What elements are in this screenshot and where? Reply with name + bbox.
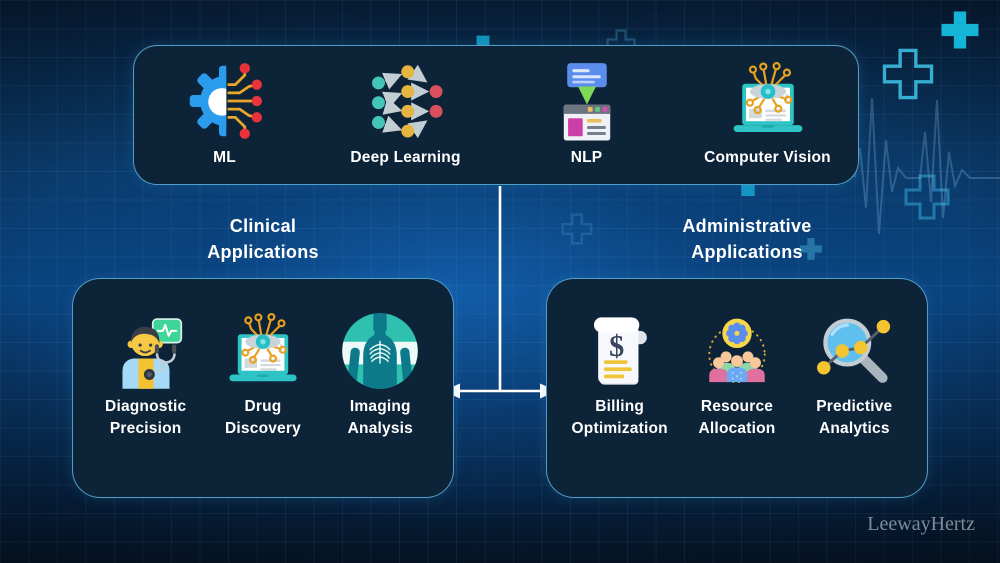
administrative-applications-heading: Administrative Applications: [597, 213, 897, 265]
admin-item-predictive-analytics: Predictive Analytics: [796, 309, 913, 497]
heading-line: Applications: [691, 242, 803, 263]
clinical-label-diagnostic-precision: Diagnostic Precision: [105, 396, 186, 440]
tech-item-deep-learning: Deep Learning: [315, 58, 496, 184]
tech-item-ml: ML: [134, 58, 315, 184]
label-line: Diagnostic: [105, 398, 187, 415]
admin-label-predictive-analytics: Predictive Analytics: [816, 396, 892, 440]
medical-cross-outline-icon: [902, 172, 952, 222]
admin-item-resource-allocation: Resource Allocation: [678, 309, 795, 497]
admin-item-billing-optimization: Billing Optimization: [561, 309, 678, 497]
clinical-label-imaging-analysis: Imaging Analysis: [348, 396, 413, 440]
magnifier-data-icon: [812, 309, 896, 393]
tech-label-nlp: NLP: [570, 149, 603, 166]
clinical-label-drug-discovery: Drug Discovery: [225, 396, 301, 440]
label-line: Analytics: [818, 420, 890, 437]
label-line: Discovery: [225, 420, 301, 437]
medical-cross-outline-icon: [560, 212, 594, 246]
billing-invoice-icon: [578, 309, 662, 393]
clinical-item-drug-discovery: Drug Discovery: [204, 309, 321, 497]
tech-item-nlp: NLP: [496, 58, 677, 184]
xray-scan-icon: [338, 309, 422, 393]
label-line: Predictive: [816, 398, 893, 415]
clinical-applications-panel: Diagnostic Precision Drug Discovery Imag…: [72, 278, 454, 498]
ai-technologies-panel: ML Deep Learning NLP Computer Vision: [133, 45, 859, 185]
label-line: Imaging: [349, 398, 411, 415]
admin-label-resource-allocation: Resource Allocation: [699, 396, 776, 440]
label-line: Analysis: [347, 420, 413, 437]
heading-line: Applications: [207, 242, 319, 263]
team-gear-icon: [695, 309, 779, 393]
laptop-vision-icon: [221, 309, 305, 393]
tech-item-computer-vision: Computer Vision: [677, 58, 858, 184]
clinical-item-imaging-analysis: Imaging Analysis: [322, 309, 439, 497]
leewayhertz-watermark: LeewayHertz: [867, 513, 975, 535]
tech-label-deep-learning: Deep Learning: [350, 149, 461, 166]
laptop-vision-icon: [725, 58, 811, 144]
admin-label-billing-optimization: Billing Optimization: [572, 396, 668, 440]
tech-label-computer-vision: Computer Vision: [704, 149, 831, 166]
ml-gear-circuit-icon: [182, 58, 268, 144]
label-line: Billing: [595, 398, 645, 415]
administrative-applications-panel: Billing Optimization Resource Allocation…: [546, 278, 928, 498]
heading-line: Clinical: [229, 216, 297, 236]
label-line: Drug: [244, 398, 282, 415]
medical-cross-outline-icon: [880, 46, 936, 102]
text-processing-icon: [544, 58, 630, 144]
clinical-applications-heading: Clinical Applications: [118, 213, 408, 265]
medical-cross-filled-icon: [938, 8, 982, 52]
neural-network-icon: [363, 58, 449, 144]
doctor-stethoscope-icon: [104, 309, 188, 393]
label-line: Allocation: [698, 420, 776, 437]
label-line: Resource: [700, 398, 774, 415]
label-line: Precision: [109, 420, 182, 437]
tech-label-ml: ML: [213, 149, 236, 166]
heading-line: Administrative: [682, 216, 812, 236]
clinical-item-diagnostic-precision: Diagnostic Precision: [87, 309, 204, 497]
label-line: Optimization: [571, 420, 668, 437]
